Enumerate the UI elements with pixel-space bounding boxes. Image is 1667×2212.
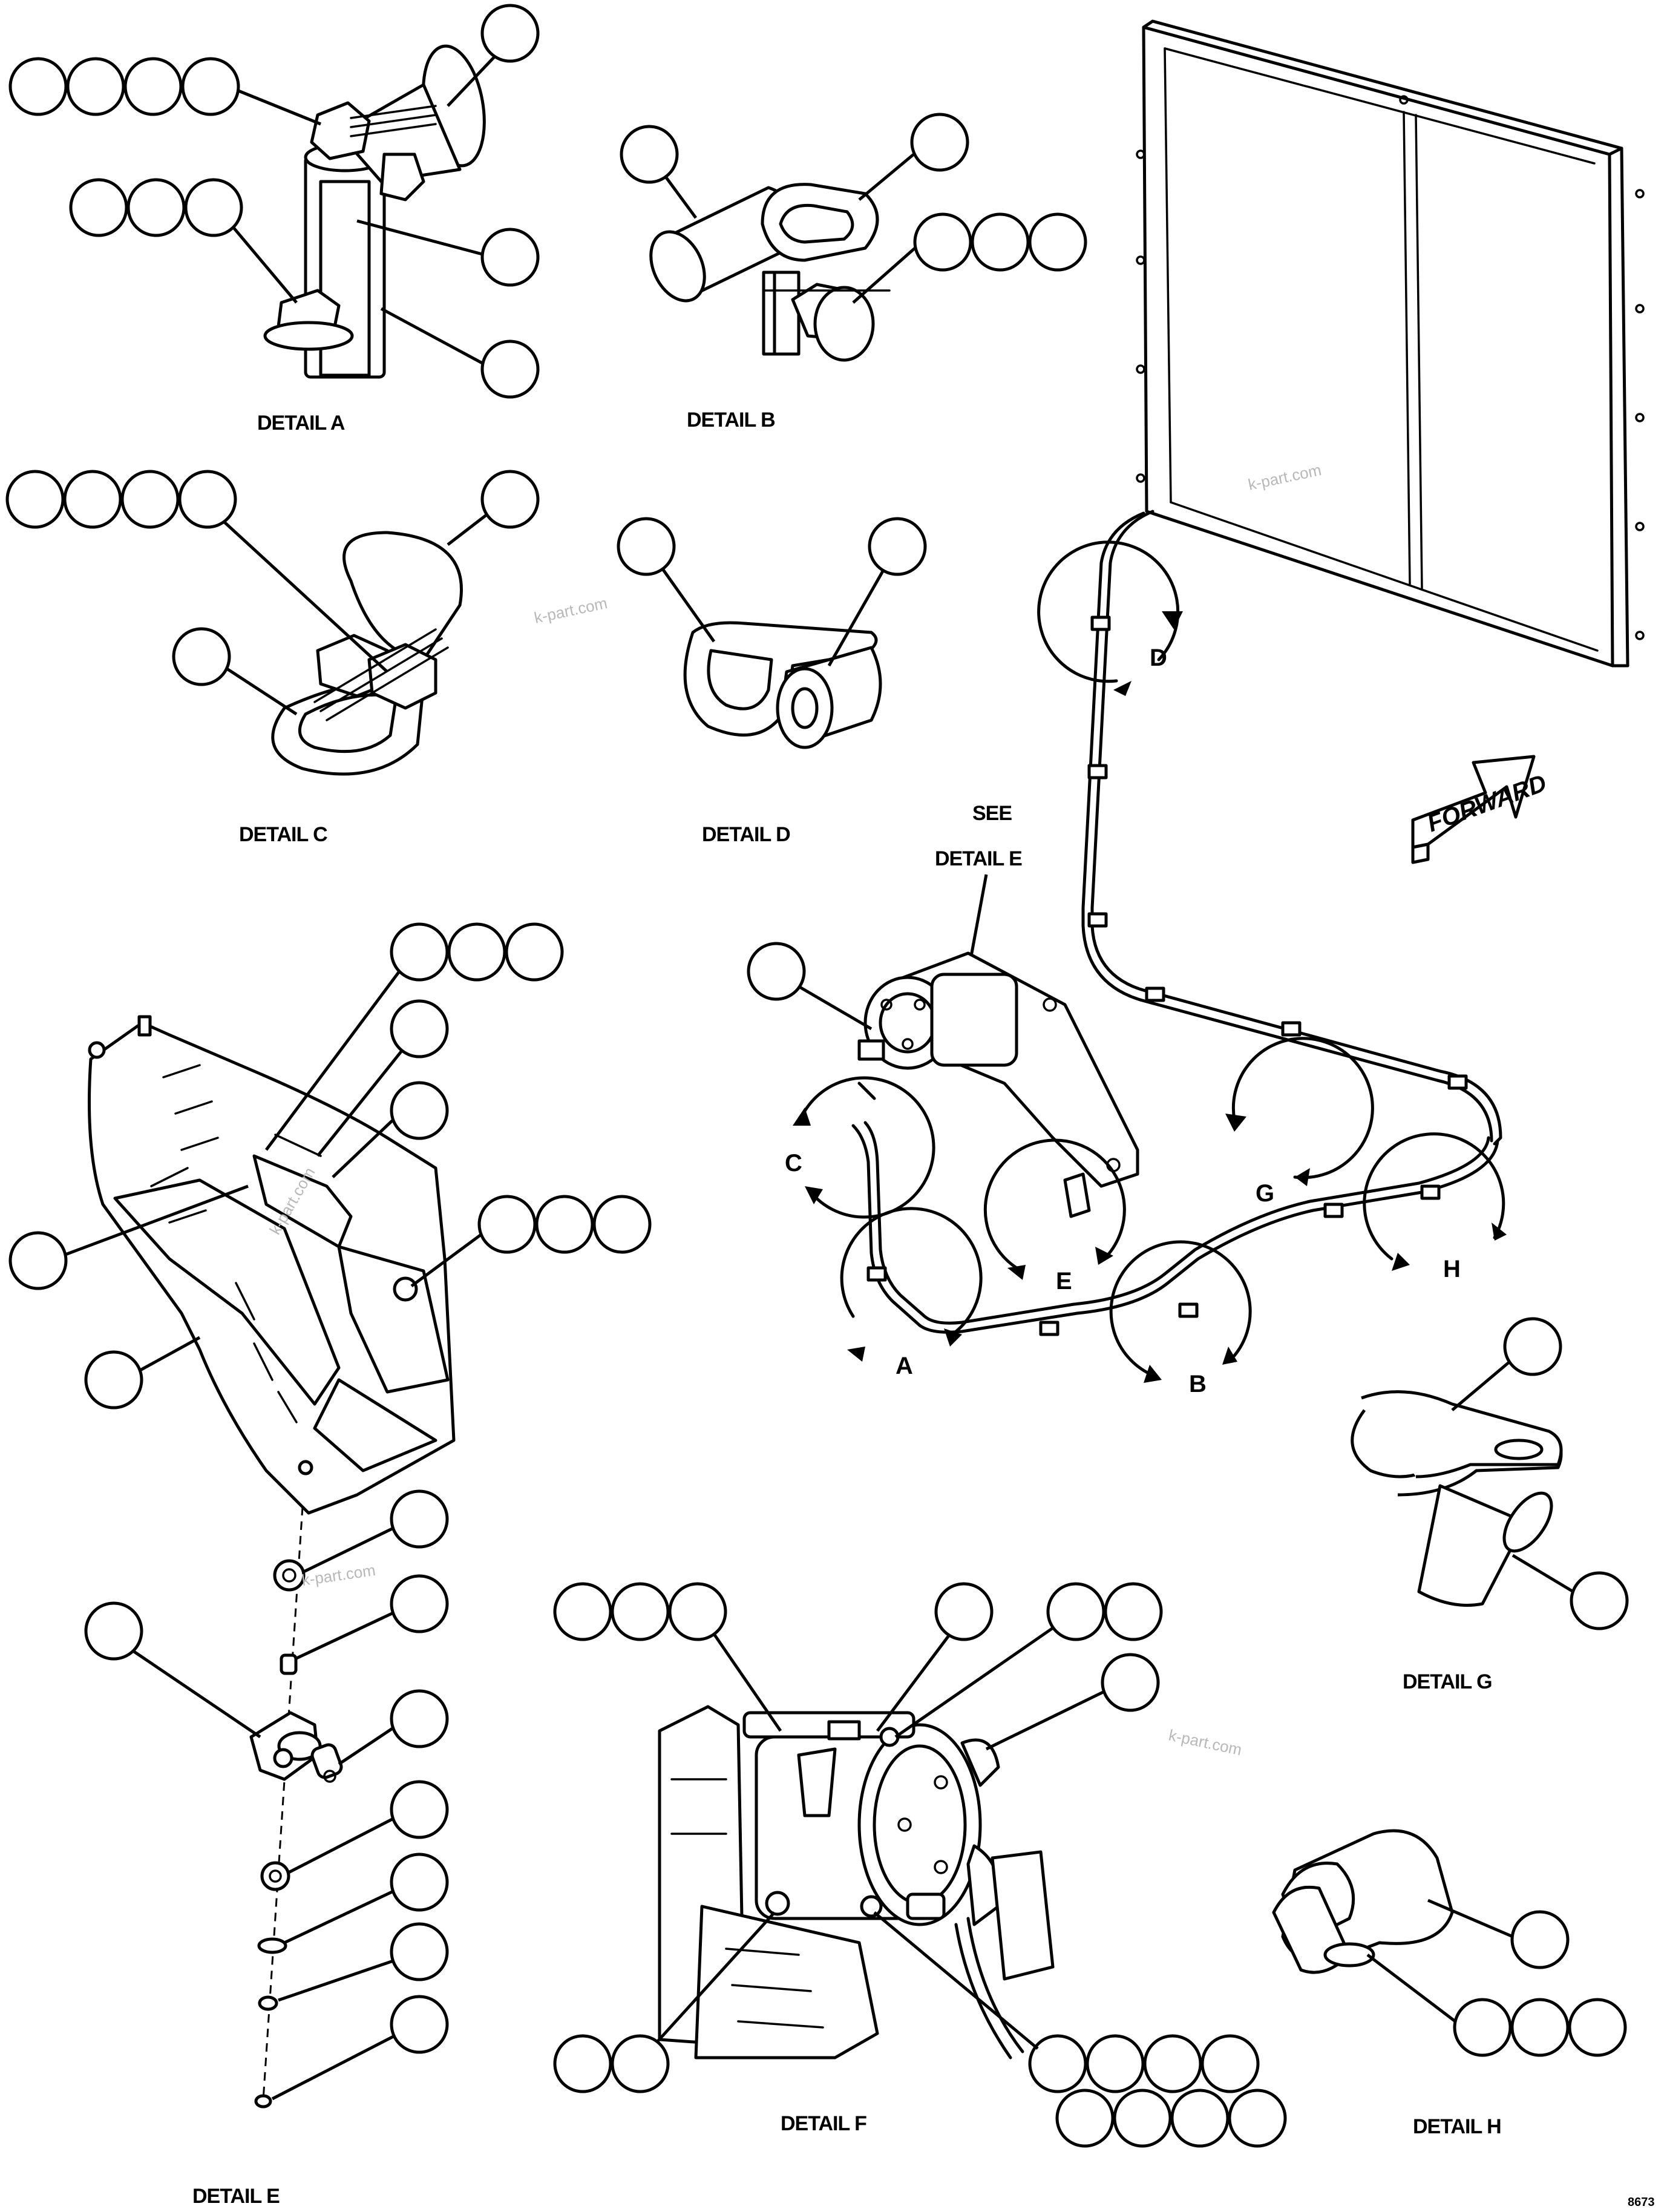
detail-b: DETAIL B [620, 113, 1087, 432]
detail-f-compressor: k-part.com [658, 1705, 1243, 2059]
detail-b-clip-assembly [649, 183, 891, 362]
detail-e-caption: DETAIL E [192, 2185, 280, 2208]
watermark-stack: k-part.com [301, 1561, 377, 1589]
main-assembly-view: k-part.com [747, 19, 1645, 1397]
view-arrow-e: E [983, 1138, 1126, 1295]
detail-d-caption: DETAIL D [702, 823, 790, 846]
detail-b-caption: DETAIL B [687, 409, 775, 432]
drawing-code: 8673 [1628, 2196, 1655, 2209]
view-letter-e: E [1056, 1268, 1072, 1295]
view-arrow-h: H [1363, 1132, 1507, 1282]
star-washer-lower [260, 1861, 290, 1891]
view-letter-h: H [1443, 1256, 1461, 1282]
detail-f-caption: DETAIL F [781, 2112, 866, 2135]
detail-e-clip-bracket [249, 1711, 343, 1783]
see-label: SEE [972, 802, 1012, 825]
detail-c: DETAIL C k-part.com [5, 470, 609, 846]
detail-e: k-part.com k-part.com [8, 922, 652, 2208]
view-letter-g: G [1256, 1180, 1274, 1207]
condenser-panel: k-part.com [1136, 19, 1645, 668]
watermark: k-part.com [532, 594, 609, 627]
detail-e-stack: k-part.com [249, 1506, 377, 2109]
detail-h: DETAIL H [1272, 1829, 1627, 2138]
see-detail-e-label: DETAIL E [935, 847, 1022, 870]
view-letter-a: A [896, 1353, 913, 1379]
detail-d-clamp [683, 621, 882, 749]
ac-tubing [851, 510, 1502, 1336]
flat-washer [257, 1937, 287, 1954]
view-arrow-a: A [840, 1207, 983, 1379]
detail-f: k-part.com DETAIL F [553, 1582, 1287, 2148]
view-letter-b: B [1189, 1371, 1207, 1397]
nut [254, 2094, 272, 2109]
view-arrow-c: C [785, 1076, 935, 1219]
view-letter-c: C [785, 1150, 802, 1177]
compressor-assembly [857, 951, 1139, 1218]
detail-d-balloons [617, 517, 927, 667]
view-letter-d: D [1150, 645, 1167, 671]
detail-c-clip-assembly [271, 531, 463, 776]
detail-c-balloons [5, 470, 540, 716]
view-arrow-g: G [1225, 1037, 1374, 1207]
lock-washer [258, 1995, 278, 2011]
detail-b-balloons [620, 113, 1087, 304]
detail-a: DETAIL A [8, 4, 540, 435]
forward-arrow: FORWARD [1411, 755, 1550, 864]
detail-c-caption: DETAIL C [239, 823, 327, 846]
spacer [280, 1653, 298, 1675]
detail-g: DETAIL G [1351, 1317, 1629, 1693]
star-washer-upper [273, 1559, 306, 1592]
detail-g-caption: DETAIL G [1403, 1670, 1492, 1693]
detail-d: DETAIL D [617, 517, 927, 846]
detail-h-caption: DETAIL H [1413, 2115, 1501, 2138]
view-arrow-d: D [1037, 540, 1183, 696]
view-arrow-b: B [1109, 1240, 1252, 1397]
watermark-f: k-part.com [1167, 1726, 1243, 1759]
detail-f-balloons [553, 1582, 1287, 2148]
detail-a-caption: DETAIL A [257, 412, 345, 435]
detail-a-balloons [8, 4, 540, 399]
detail-e-balloons [8, 922, 652, 2101]
detail-e-bracket: k-part.com [88, 1015, 456, 1515]
detail-a-clip-assembly [263, 44, 486, 379]
